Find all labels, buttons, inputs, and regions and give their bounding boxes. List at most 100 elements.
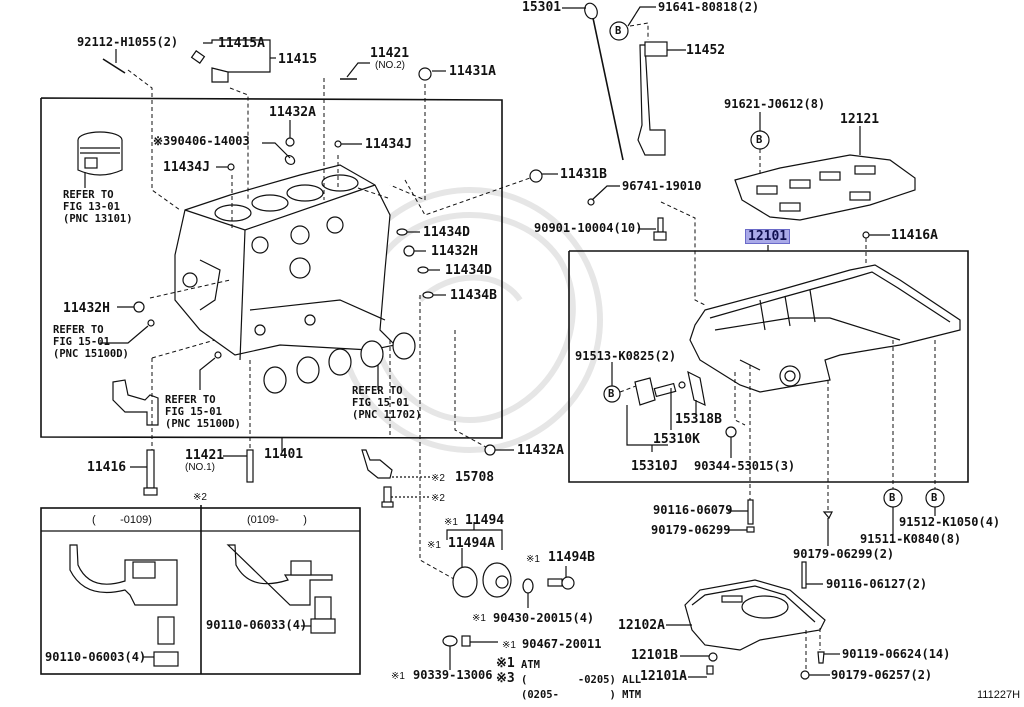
- part-label-11415a[interactable]: 11415A: [218, 36, 265, 51]
- part-label-11452[interactable]: 11452: [686, 43, 726, 58]
- mount-bracket-part: [112, 379, 159, 426]
- part-label-11432a-bottom[interactable]: 11432A: [517, 443, 564, 458]
- part-sublabel-no2: (NO.2): [375, 60, 405, 71]
- refer-note-line: (PNC 15100D): [165, 418, 241, 430]
- part-label-91511-k0840[interactable]: 91511-K0840(8): [860, 532, 962, 546]
- refer-note-line: (PNC 13101): [63, 213, 133, 225]
- refer-note-line: FIG 13-01: [63, 201, 120, 213]
- refer-note-line: FIG 15-01: [53, 336, 110, 348]
- refer-note-line: REFER TO: [165, 394, 216, 406]
- part-label-12102a[interactable]: 12102A: [618, 618, 665, 633]
- part-label-11432h-right[interactable]: 11432H: [431, 244, 478, 259]
- oil-pan-small-parts: [587, 185, 890, 306]
- note-mark-1: ※1: [427, 540, 441, 551]
- part-label-11431a[interactable]: 11431A: [449, 64, 496, 79]
- part-label-90119-06624[interactable]: 90119-06624(14): [842, 647, 951, 661]
- part-label-12121[interactable]: 12121: [840, 112, 880, 127]
- part-label-15708[interactable]: 15708: [455, 470, 495, 485]
- part-label-11494[interactable]: 11494: [465, 513, 505, 528]
- figure-code: 111227H: [977, 689, 1021, 701]
- part-label-11401[interactable]: 11401: [264, 447, 304, 462]
- part-label-11434j-left[interactable]: 11434J: [163, 160, 210, 175]
- part-label-11421-no1[interactable]: 11421: [185, 448, 225, 463]
- top-small-parts: [100, 39, 558, 456]
- note-mark-1: ※1: [472, 613, 486, 624]
- refer-note-line: REFER TO: [352, 385, 403, 397]
- part-label-90116-06127[interactable]: 90116-06127(2): [826, 577, 928, 591]
- legend-text-atm: ATM: [521, 659, 540, 671]
- part-label-92112-h1055[interactable]: 92112-H1055(2): [77, 35, 179, 49]
- part-label-390406-14003[interactable]: ※390406-14003: [153, 134, 250, 148]
- part-label-12101b[interactable]: 12101B: [631, 648, 678, 663]
- legend-text-all: ( -0205) ALL: [521, 674, 642, 686]
- part-label-11416a[interactable]: 11416A: [891, 228, 938, 243]
- part-label-90110-06003[interactable]: 90110-06003(4): [45, 650, 147, 664]
- variant-header-before-0109: ( -0109): [92, 514, 152, 526]
- part-label-90339-13006[interactable]: 90339-13006: [413, 668, 493, 682]
- part-label-12101a[interactable]: 12101A: [640, 669, 687, 684]
- part-label-90467-20011[interactable]: 90467-20011: [522, 637, 602, 651]
- dipstick-guide-part: [609, 6, 686, 156]
- refer-note-11702[interactable]: REFER TO FIG 15-01 (PNC 11702): [352, 385, 422, 421]
- part-label-15310k[interactable]: 15310K: [653, 432, 700, 447]
- refer-note-line: FIG 15-01: [165, 406, 222, 418]
- part-label-91641-80818[interactable]: 91641-80818(2): [658, 0, 760, 14]
- cylinder-block-part: [174, 164, 397, 361]
- note-mark-2-box: ※2: [193, 492, 207, 503]
- part-label-90179-06299[interactable]: 90179-06299: [651, 523, 731, 537]
- upper-oil-pan-part: [689, 238, 961, 515]
- part-label-12101-highlighted[interactable]: 12101: [745, 229, 791, 244]
- note-mark-1: ※1: [444, 517, 458, 528]
- part-label-90116-06079[interactable]: 90116-06079: [653, 503, 733, 517]
- callout-b-bubble: B: [889, 492, 896, 504]
- part-label-90179-06257[interactable]: 90179-06257(2): [831, 668, 933, 682]
- part-label-91621-j0612[interactable]: 91621-J0612(8): [724, 97, 826, 111]
- callout-b-bubble: B: [756, 134, 763, 146]
- part-label-11434j-right[interactable]: 11434J: [365, 137, 412, 152]
- note-mark-1: ※1: [502, 640, 516, 651]
- part-label-91512-k1050[interactable]: 91512-K1050(4): [899, 515, 1001, 529]
- part-label-15310j[interactable]: 15310J: [631, 459, 678, 474]
- below-block-parts: [130, 449, 575, 670]
- bearing-caps-part: [263, 332, 416, 394]
- part-label-11434d-2[interactable]: 11434D: [445, 263, 492, 278]
- part-label-90179-06299-2[interactable]: 90179-06299(2): [793, 547, 895, 561]
- part-label-90430-20015[interactable]: 90430-20015(4): [493, 611, 595, 625]
- oil-strainer-parts: [603, 362, 746, 458]
- part-label-90344-53015[interactable]: 90344-53015(3): [694, 459, 796, 473]
- part-sublabel-no1: (NO.1): [185, 462, 215, 473]
- note-mark-1: ※1: [526, 554, 540, 565]
- callout-b-bubble: B: [931, 492, 938, 504]
- refer-note-line: FIG 15-01: [352, 397, 409, 409]
- part-label-11494b[interactable]: 11494B: [548, 550, 595, 565]
- refer-note-piston[interactable]: REFER TO FIG 13-01 (PNC 13101): [63, 189, 133, 225]
- refer-note-line: REFER TO: [53, 324, 104, 336]
- part-label-11494a[interactable]: 11494A: [448, 536, 495, 551]
- part-label-15318b[interactable]: 15318B: [675, 412, 722, 427]
- refer-note-15100d-left[interactable]: REFER TO FIG 15-01 (PNC 15100D): [53, 324, 129, 360]
- part-label-90901-10004[interactable]: 90901-10004(10): [534, 221, 643, 235]
- dipstick-part: [562, 2, 624, 161]
- lower-oil-pan-part: [666, 579, 840, 680]
- part-label-11434b[interactable]: 11434B: [450, 288, 497, 303]
- part-label-91513-k0825[interactable]: 91513-K0825(2): [575, 349, 677, 363]
- part-label-11416[interactable]: 11416: [87, 460, 127, 475]
- note-mark-2: ※2: [431, 473, 445, 484]
- part-label-11432a-top[interactable]: 11432A: [269, 105, 316, 120]
- refer-note-line: (PNC 15100D): [53, 348, 129, 360]
- part-label-11434d-1[interactable]: 11434D: [423, 225, 470, 240]
- part-label-11415[interactable]: 11415: [278, 52, 318, 67]
- part-label-90110-06033[interactable]: 90110-06033(4): [206, 618, 308, 632]
- note-mark-2-bolt: ※2: [431, 493, 445, 504]
- baffle-plate-part: [734, 112, 916, 221]
- part-label-11421-no2[interactable]: 11421: [370, 46, 410, 61]
- variant-header-after-0109: (0109- ): [247, 514, 307, 526]
- part-label-15301[interactable]: 15301: [522, 0, 562, 15]
- cylinder-block-frame: [40, 97, 503, 439]
- oil-pan-frame: [568, 245, 969, 483]
- refer-note-15100d-center[interactable]: REFER TO FIG 15-01 (PNC 15100D): [165, 394, 241, 430]
- part-label-11431b[interactable]: 11431B: [560, 167, 607, 182]
- part-label-11432h-left[interactable]: 11432H: [63, 301, 110, 316]
- part-label-96741-19010[interactable]: 96741-19010: [622, 179, 702, 193]
